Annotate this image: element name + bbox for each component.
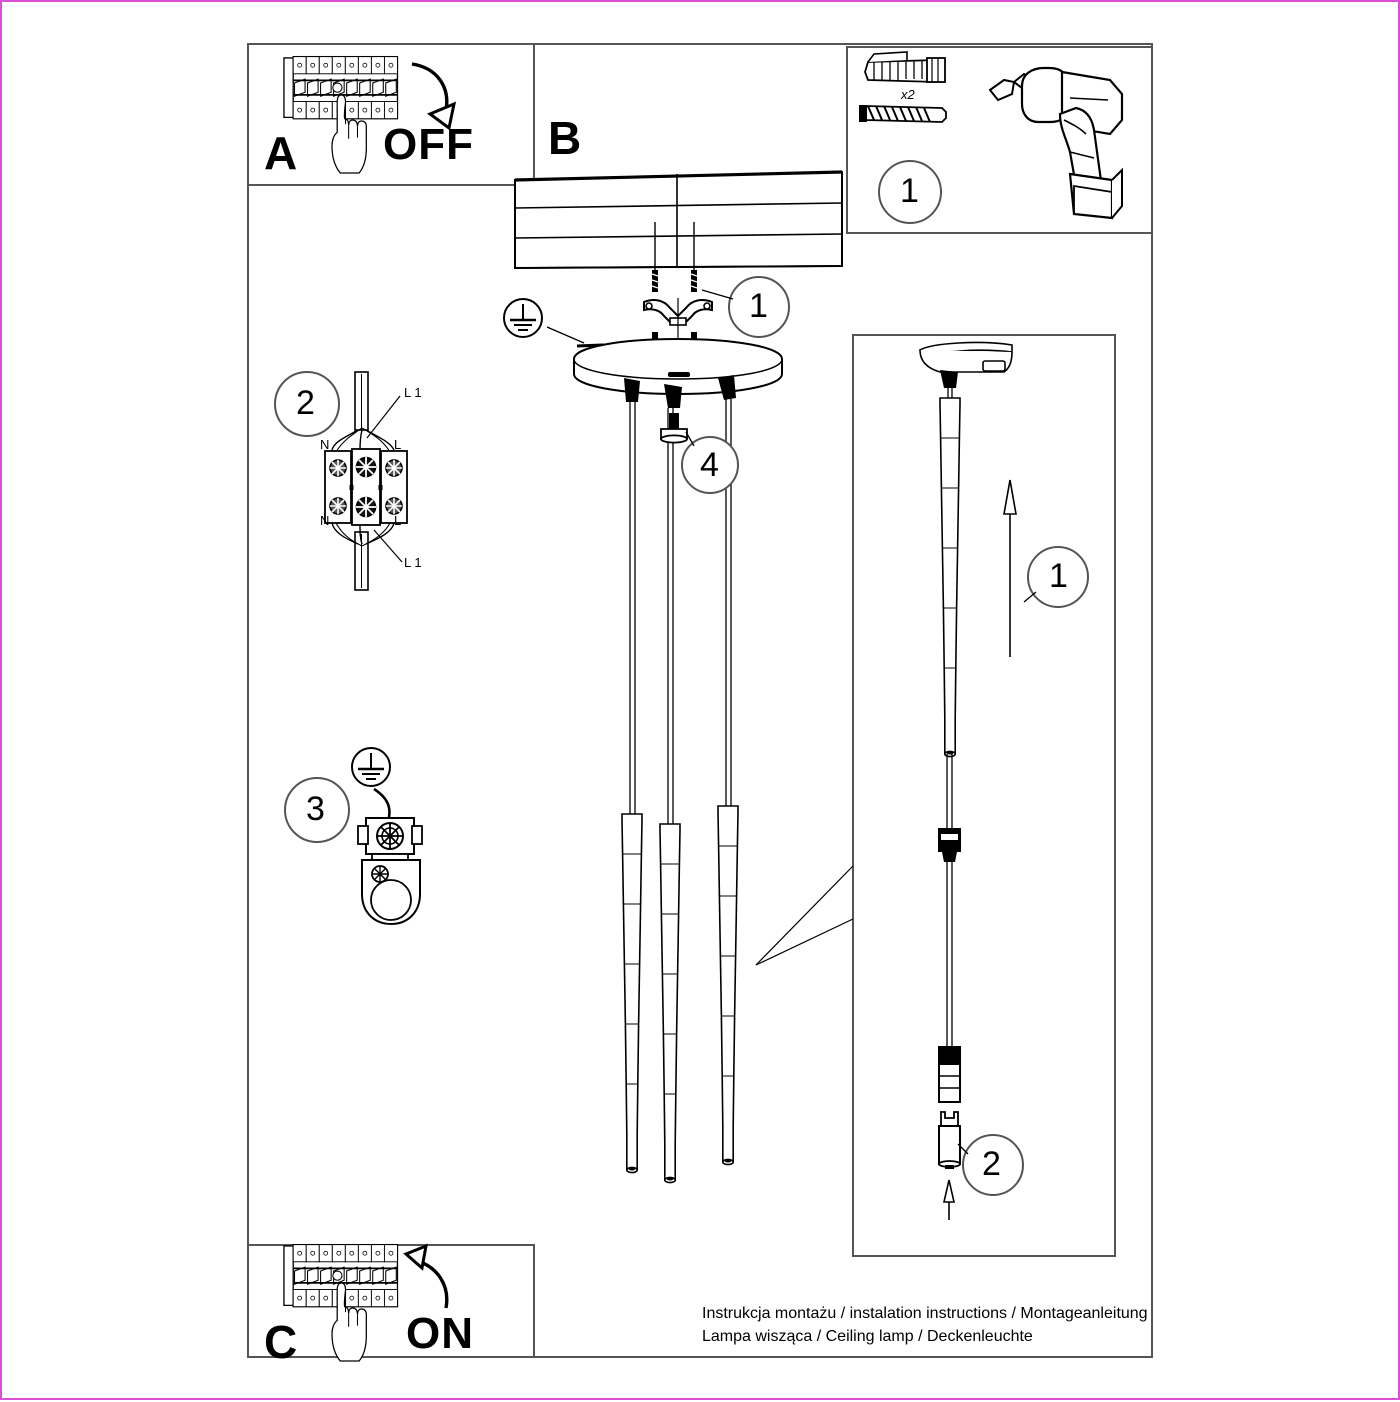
- pendant-tube-2: [659, 823, 681, 1184]
- panel-c-action-label: ON: [406, 1309, 474, 1358]
- step3-callout-3: [284, 777, 350, 843]
- lamp-socket-icon: [938, 1046, 961, 1103]
- panel-c-letter: C: [264, 1316, 299, 1368]
- label-bottom-l1: L 1: [404, 555, 422, 570]
- step3-callout-number: 3: [306, 790, 325, 828]
- detail-panel-leaders: [755, 865, 854, 966]
- detail-bulb-arrow-up-icon: [942, 1179, 956, 1220]
- label-bottom-n: N: [320, 513, 330, 528]
- wall-plug-anchor-icon: [864, 51, 946, 83]
- label-bottom-l: L: [394, 513, 402, 528]
- terminal-block-icon: [324, 371, 408, 591]
- panel-a-arrow-down-icon: [411, 62, 457, 131]
- ceiling-rose-canopy-icon: [573, 337, 783, 396]
- panel-b-ceiling-slab: [514, 170, 843, 270]
- caption-line-1: Instrukcja montażu / instalation instruc…: [702, 1305, 1148, 1322]
- detail-arrow-up-icon: [1003, 479, 1017, 657]
- detail-panel-box: [852, 334, 1116, 1257]
- ground-terminal-clamp-icon: [357, 817, 423, 926]
- detail-callout-tube-number: 1: [1049, 557, 1068, 595]
- panel-b-callout-1: [701, 276, 790, 338]
- panel-a-letter: A: [264, 127, 299, 179]
- canopy-cable-grips: [624, 375, 736, 408]
- grub-screw-icon: [660, 413, 688, 444]
- step2-leaders: [366, 395, 403, 563]
- label-top-n: N: [320, 437, 330, 452]
- tools-quantity-label: x2: [901, 87, 915, 102]
- label-top-l: L: [394, 437, 402, 452]
- panel-b-callout-4: [681, 431, 739, 494]
- panel-c-arrow-up-icon: [403, 1243, 449, 1309]
- panel-a-action-label: OFF: [383, 120, 474, 169]
- step3-earth-symbol: [350, 746, 392, 788]
- power-drill-icon: [988, 66, 1124, 220]
- panel-b-earth-symbol: [502, 297, 544, 339]
- pendant-tube-1: [621, 813, 643, 1174]
- detail-cable: [946, 754, 953, 1054]
- screw-icon-tools: [859, 105, 947, 123]
- detail-callout-2: [957, 1134, 1024, 1196]
- panel-b-letter: B: [548, 112, 583, 164]
- step2-callout-number: 2: [296, 384, 315, 422]
- detail-canopy-fragment: [918, 341, 1013, 398]
- panel-b-callout-number: 1: [749, 287, 768, 325]
- pendant-tube-3: [717, 805, 739, 1166]
- caption-line-2: Lampa wisząca / Ceiling lamp / Deckenleu…: [702, 1328, 1033, 1345]
- tools-callout-number: 1: [900, 172, 919, 210]
- cable-connector-icon: [938, 828, 961, 862]
- ceiling-screw-right: [690, 222, 698, 292]
- step2-callout-2: [274, 371, 340, 437]
- label-top-l1: L 1: [404, 385, 422, 400]
- tools-callout-1: [878, 160, 942, 224]
- bulb-icon: [938, 1111, 961, 1169]
- detail-pendant-tube: [939, 397, 961, 758]
- main-frame: [247, 43, 1153, 1358]
- step4-callout-number: 4: [700, 446, 719, 484]
- ceiling-screw-left: [651, 222, 659, 292]
- detail-callout-bulb-number: 2: [982, 1145, 1001, 1183]
- detail-callout-1: [1023, 546, 1089, 608]
